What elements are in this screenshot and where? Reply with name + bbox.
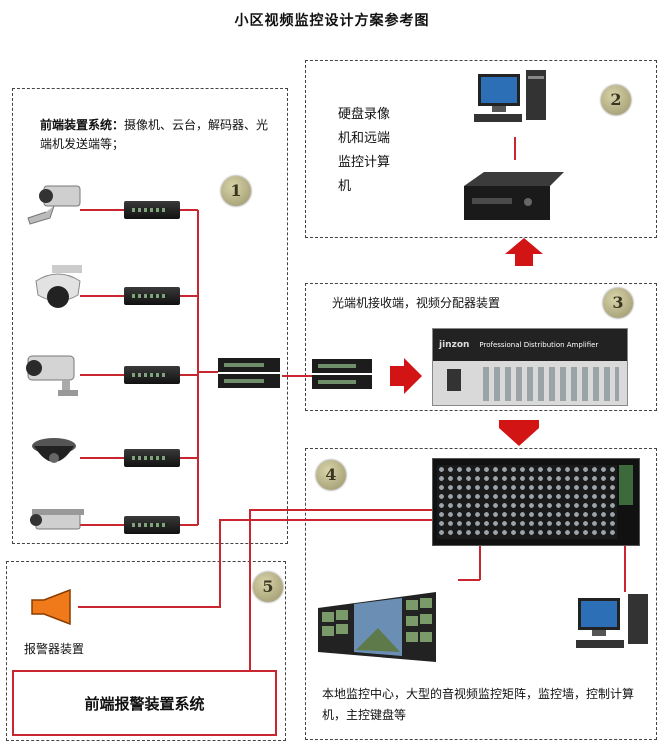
front-system-label: 前端装置系统：摄像机、云台，解码器、光端机发送端等；	[40, 118, 269, 151]
arrow-right-icon	[390, 358, 422, 394]
center-box	[305, 448, 657, 740]
camera-box-icon	[27, 185, 81, 225]
alarm-box	[6, 561, 286, 741]
receiver-box	[305, 283, 657, 411]
storage-label: 硬盘录像机和远端监控计算机	[338, 107, 391, 194]
housing-camera-icon	[30, 509, 84, 530]
section-4-marker: 4	[316, 460, 346, 490]
control-computer-icon	[576, 594, 648, 648]
dvr-icon	[464, 172, 564, 220]
section-2-marker: 2	[601, 85, 631, 115]
distributor-brand: jinzon	[439, 340, 470, 350]
front-transmitter-3	[124, 366, 180, 384]
alarm-system-box: 前端报警装置系统	[12, 670, 277, 736]
receiver-label: 光端机接收端，视频分配器装置	[332, 296, 501, 310]
ptz-dome-icon	[35, 265, 82, 308]
distributor-caption: Professional Distribution Amplifier	[479, 341, 599, 349]
matrix-icon	[432, 458, 640, 546]
computer-icon	[474, 70, 546, 122]
section-1-marker: 1	[221, 176, 251, 206]
optical-receiver-stack	[312, 359, 372, 389]
siren-icon	[31, 588, 71, 626]
distributor-icon: jinzon Professional Distribution Amplifi…	[432, 328, 628, 406]
center-label: 本地监控中心，大型的音视频监控矩阵，监控墙，控制计算机，主控键盘等	[322, 687, 635, 722]
storage-box	[305, 60, 657, 238]
bullet-camera-icon	[26, 355, 78, 396]
front-transmitter-4	[124, 449, 180, 467]
section-5-marker: 5	[253, 572, 283, 602]
section-3-marker: 3	[603, 288, 633, 318]
arrow-down-icon	[499, 420, 539, 446]
front-transmitter-2	[124, 287, 180, 305]
video-wall-icon	[318, 592, 436, 662]
optical-transmitter-stack	[218, 358, 280, 388]
front-transmitter-1	[124, 201, 180, 219]
arrow-up-icon	[505, 238, 543, 266]
front-transmitter-5	[124, 516, 180, 534]
alarm-device-label: 报警器装置	[24, 642, 85, 656]
page-title: 小区视频监控设计方案参考图	[234, 13, 430, 29]
front-system-box	[12, 88, 288, 544]
dome-camera-icon	[32, 438, 76, 463]
